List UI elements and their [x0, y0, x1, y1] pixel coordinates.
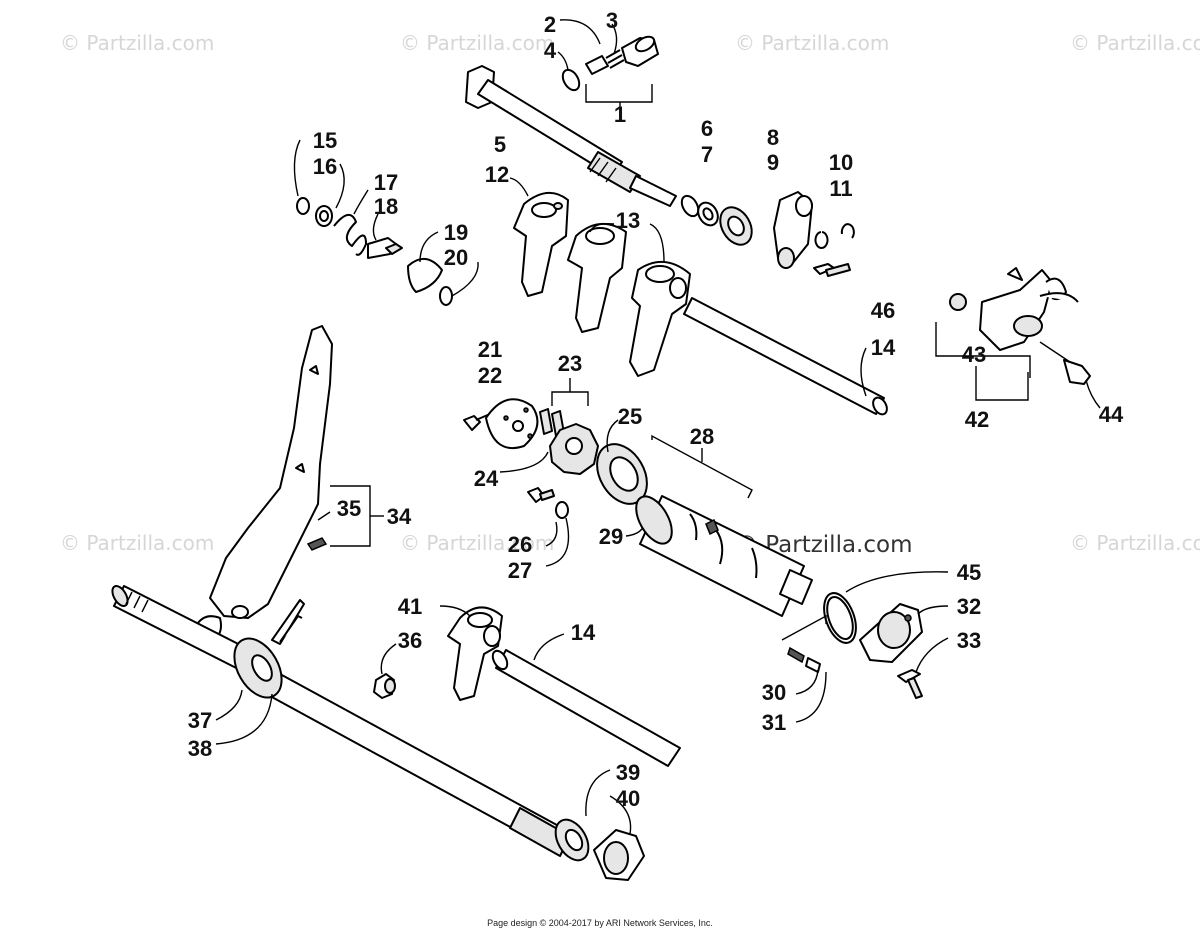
callout-32[interactable]: 32 [957, 594, 981, 619]
callout-34[interactable]: 34 [387, 504, 412, 529]
callout-14-lower[interactable]: 14 [571, 620, 596, 645]
callout-24[interactable]: 24 [474, 466, 499, 491]
watermark: © Partzilla.com [1070, 531, 1200, 555]
detent-plug-assembly [557, 19, 659, 108]
bolt-33 [897, 637, 949, 699]
callout-31[interactable]: 31 [762, 710, 786, 735]
callout-18[interactable]: 18 [374, 194, 398, 219]
spring-group-15-20 [293, 139, 479, 306]
callout-5[interactable]: 5 [494, 132, 506, 157]
watermark: © Partzilla.com [60, 531, 214, 555]
callout-7[interactable]: 7 [701, 142, 713, 167]
callout-15[interactable]: 15 [313, 128, 337, 153]
fork-rod-14-lower [491, 633, 681, 767]
callout-46[interactable]: 46 [871, 298, 895, 323]
shift-arm-9 [773, 191, 855, 269]
callout-25[interactable]: 25 [618, 404, 642, 429]
leader [509, 177, 529, 197]
small-washers-6-7 [680, 194, 719, 227]
callout-42[interactable]: 42 [965, 407, 989, 432]
watermark: © Partzilla.com [400, 31, 554, 55]
shift-fork-41 [439, 605, 503, 701]
callout-26[interactable]: 26 [508, 532, 532, 557]
callout-23[interactable]: 23 [558, 351, 582, 376]
callout-37[interactable]: 37 [188, 708, 212, 733]
watermark: © Partzilla.com [1070, 31, 1200, 55]
callout-17[interactable]: 17 [374, 170, 398, 195]
callout-29[interactable]: 29 [599, 524, 623, 549]
shift-shaft-upper [465, 65, 677, 207]
bearing-8 [719, 206, 753, 246]
callout-27[interactable]: 27 [508, 558, 532, 583]
bolt-46 [813, 263, 851, 277]
callout-39[interactable]: 39 [616, 760, 640, 785]
callout-19[interactable]: 19 [444, 220, 468, 245]
bolt-26-washer-27 [527, 487, 570, 567]
plate-22 [485, 398, 539, 449]
callout-40[interactable]: 40 [616, 786, 640, 811]
callout-45[interactable]: 45 [957, 560, 981, 585]
watermark: © Partzilla.com [400, 531, 554, 555]
shift-fork-12 [513, 192, 569, 297]
callout-4[interactable]: 4 [544, 38, 557, 63]
spring-pin-30-31 [781, 614, 827, 723]
watermark: © Partzilla.com [60, 31, 214, 55]
cover-32 [859, 603, 949, 663]
callout-35[interactable]: 35 [337, 496, 361, 521]
shift-fork-13a [567, 223, 627, 333]
callout-38[interactable]: 38 [188, 736, 212, 761]
callout-6[interactable]: 6 [701, 116, 713, 141]
shift-lever-34 [194, 325, 333, 644]
leader [589, 222, 615, 233]
shift-fork-13b [629, 261, 691, 377]
pivot-bolt-36 [373, 643, 397, 699]
leader [860, 347, 867, 397]
callout-30[interactable]: 30 [762, 680, 786, 705]
stopper-assembly-42 [935, 267, 1101, 409]
callout-36[interactable]: 36 [398, 628, 422, 653]
watermark: © Partzilla.com [735, 31, 889, 55]
callout-9[interactable]: 9 [767, 150, 779, 175]
star-plate-24 [499, 423, 599, 475]
callout-14-upper[interactable]: 14 [871, 335, 896, 360]
callout-2[interactable]: 2 [544, 12, 556, 37]
callout-10[interactable]: 10 [829, 150, 853, 175]
spring-37-washer-38 [215, 599, 305, 745]
spring-35 [306, 485, 384, 551]
callout-layer: 1 2 3 4 5 6 7 8 9 10 11 12 13 14 14 15 1… [188, 8, 1124, 811]
callout-20[interactable]: 20 [444, 245, 468, 270]
callout-28[interactable]: 28 [690, 424, 714, 449]
callout-13[interactable]: 13 [616, 208, 640, 233]
callout-11[interactable]: 11 [829, 176, 852, 201]
shift-drum-28 [635, 434, 813, 617]
callout-12[interactable]: 12 [485, 162, 509, 187]
leader [649, 223, 665, 263]
callout-16[interactable]: 16 [313, 154, 337, 179]
callout-33[interactable]: 33 [957, 628, 981, 653]
callout-41[interactable]: 41 [398, 594, 422, 619]
callout-21[interactable]: 21 [478, 337, 502, 362]
callout-22[interactable]: 22 [478, 363, 502, 388]
callout-43[interactable]: 43 [962, 342, 986, 367]
o-ring-45 [823, 571, 949, 644]
page-footer: Page design © 2004-2017 by ARI Network S… [487, 918, 713, 928]
callout-8[interactable]: 8 [767, 125, 779, 150]
callout-1[interactable]: 1 [614, 102, 626, 127]
callout-3[interactable]: 3 [606, 8, 618, 33]
callout-44[interactable]: 44 [1099, 402, 1124, 427]
seal-39-collar-40 [554, 769, 645, 881]
fork-rod-14-upper [683, 297, 888, 416]
